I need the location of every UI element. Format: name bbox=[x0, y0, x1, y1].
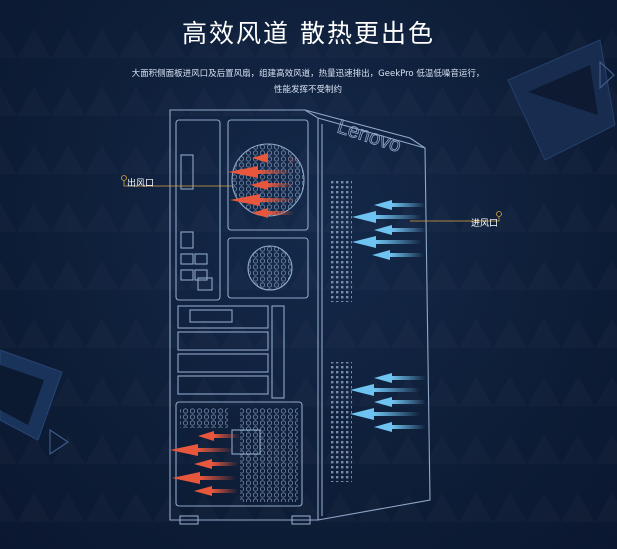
exhaust-arrows-top bbox=[228, 153, 300, 218]
cool-arrow-trail bbox=[392, 203, 426, 207]
outlet-callout-line bbox=[123, 181, 232, 187]
description-line-1: 大面积侧面板进风口及后置风扇，组建高效风道，热量迅速排出，GeekPro 低温低… bbox=[131, 69, 485, 79]
intake-arrows-top bbox=[352, 200, 426, 260]
side-panel-outline bbox=[317, 117, 431, 521]
cool-arrow bbox=[374, 397, 392, 407]
back-panel-outline bbox=[169, 109, 319, 521]
usb-port-1 bbox=[180, 253, 194, 265]
dvi-port bbox=[189, 309, 233, 323]
cool-arrow bbox=[352, 236, 376, 248]
psu-grill bbox=[240, 408, 298, 502]
hot-arrow-trail bbox=[258, 170, 292, 174]
hot-arrow bbox=[170, 444, 198, 456]
deco-triangle-left-inner bbox=[0, 365, 44, 425]
hot-arrow-trail bbox=[268, 183, 294, 187]
cool-arrow-trail bbox=[374, 388, 420, 392]
side-vent-lower bbox=[330, 362, 352, 482]
deco-play-outline-left bbox=[49, 428, 70, 456]
psu-frame bbox=[175, 401, 303, 507]
cool-arrow-trail bbox=[392, 400, 426, 404]
psu-grill-left bbox=[180, 408, 228, 428]
cool-arrow bbox=[374, 200, 392, 210]
hot-arrow bbox=[230, 194, 260, 206]
usb-port-2 bbox=[194, 253, 208, 265]
expansion-slot-4 bbox=[177, 375, 269, 395]
cool-arrow-trail bbox=[376, 215, 422, 219]
hot-arrow bbox=[172, 472, 200, 484]
cool-arrow bbox=[374, 225, 392, 235]
description-line-2: 性能发挥不受制约 bbox=[273, 85, 342, 95]
rear-fan-frame bbox=[227, 119, 309, 231]
cool-arrow bbox=[352, 211, 376, 223]
exhaust-arrows-bottom bbox=[170, 431, 240, 496]
hot-arrow bbox=[252, 208, 268, 218]
brand-logo: Lenovo bbox=[334, 116, 403, 157]
hot-arrow-trail bbox=[214, 434, 240, 438]
hot-arrow bbox=[194, 486, 212, 496]
hot-arrow bbox=[198, 431, 214, 441]
io-column bbox=[175, 119, 221, 301]
usb-port-4 bbox=[194, 269, 208, 281]
cool-arrow bbox=[350, 384, 374, 396]
cool-arrow-trail bbox=[392, 425, 426, 429]
inlet-label: 进风口 bbox=[471, 219, 499, 229]
expansion-slot-3 bbox=[177, 353, 269, 373]
page-title: 高效风道 散热更出色 bbox=[182, 19, 435, 48]
gpu-slot-1 bbox=[177, 305, 269, 329]
outlet-label: 出风口 bbox=[127, 179, 155, 189]
inlet-callout-dot bbox=[496, 211, 502, 217]
expansion-slot-2 bbox=[177, 331, 269, 351]
hdmi-port bbox=[180, 231, 194, 249]
inlet-callout-line bbox=[410, 217, 500, 222]
cool-arrow-trail bbox=[390, 253, 424, 257]
deco-play-outline-right bbox=[599, 60, 615, 90]
cool-arrow-trail bbox=[392, 376, 426, 380]
foot-left bbox=[179, 515, 199, 525]
deco-triangle-right-inner bbox=[528, 65, 598, 115]
hot-arrow-trail bbox=[212, 462, 238, 466]
hot-arrow-trail bbox=[260, 198, 296, 202]
cool-arrow bbox=[374, 373, 392, 383]
mid-grill bbox=[247, 245, 293, 291]
description: 大面积侧面板进风口及后置风扇，组建高效风道，热量迅速排出，GeekPro 低温低… bbox=[108, 66, 508, 98]
outlet-callout-dot bbox=[121, 175, 127, 181]
cool-arrow bbox=[372, 250, 390, 260]
cool-arrow bbox=[350, 408, 374, 420]
foot-right bbox=[291, 515, 311, 525]
intake-arrows-bottom bbox=[350, 373, 426, 432]
hot-arrow-trail bbox=[212, 489, 238, 493]
hot-arrow bbox=[255, 156, 300, 164]
ethernet-port bbox=[197, 277, 213, 291]
hot-arrow bbox=[194, 459, 212, 469]
cool-arrow bbox=[374, 422, 392, 432]
usb-port-3 bbox=[180, 269, 194, 281]
hot-arrow bbox=[228, 166, 258, 178]
cool-arrow-trail bbox=[392, 228, 426, 232]
hot-arrow-trail bbox=[198, 448, 234, 452]
slot-latch bbox=[271, 305, 285, 399]
hot-arrow bbox=[252, 153, 268, 163]
hot-arrow-trail bbox=[200, 476, 236, 480]
top-edge bbox=[304, 109, 426, 149]
mid-bracket bbox=[227, 237, 309, 299]
cool-arrow-trail bbox=[374, 412, 420, 416]
vga-port bbox=[180, 154, 194, 190]
side-vent-upper bbox=[330, 180, 352, 302]
cool-arrow-trail bbox=[376, 240, 422, 244]
hot-arrow-trail bbox=[268, 211, 294, 215]
hot-arrow bbox=[250, 180, 268, 190]
